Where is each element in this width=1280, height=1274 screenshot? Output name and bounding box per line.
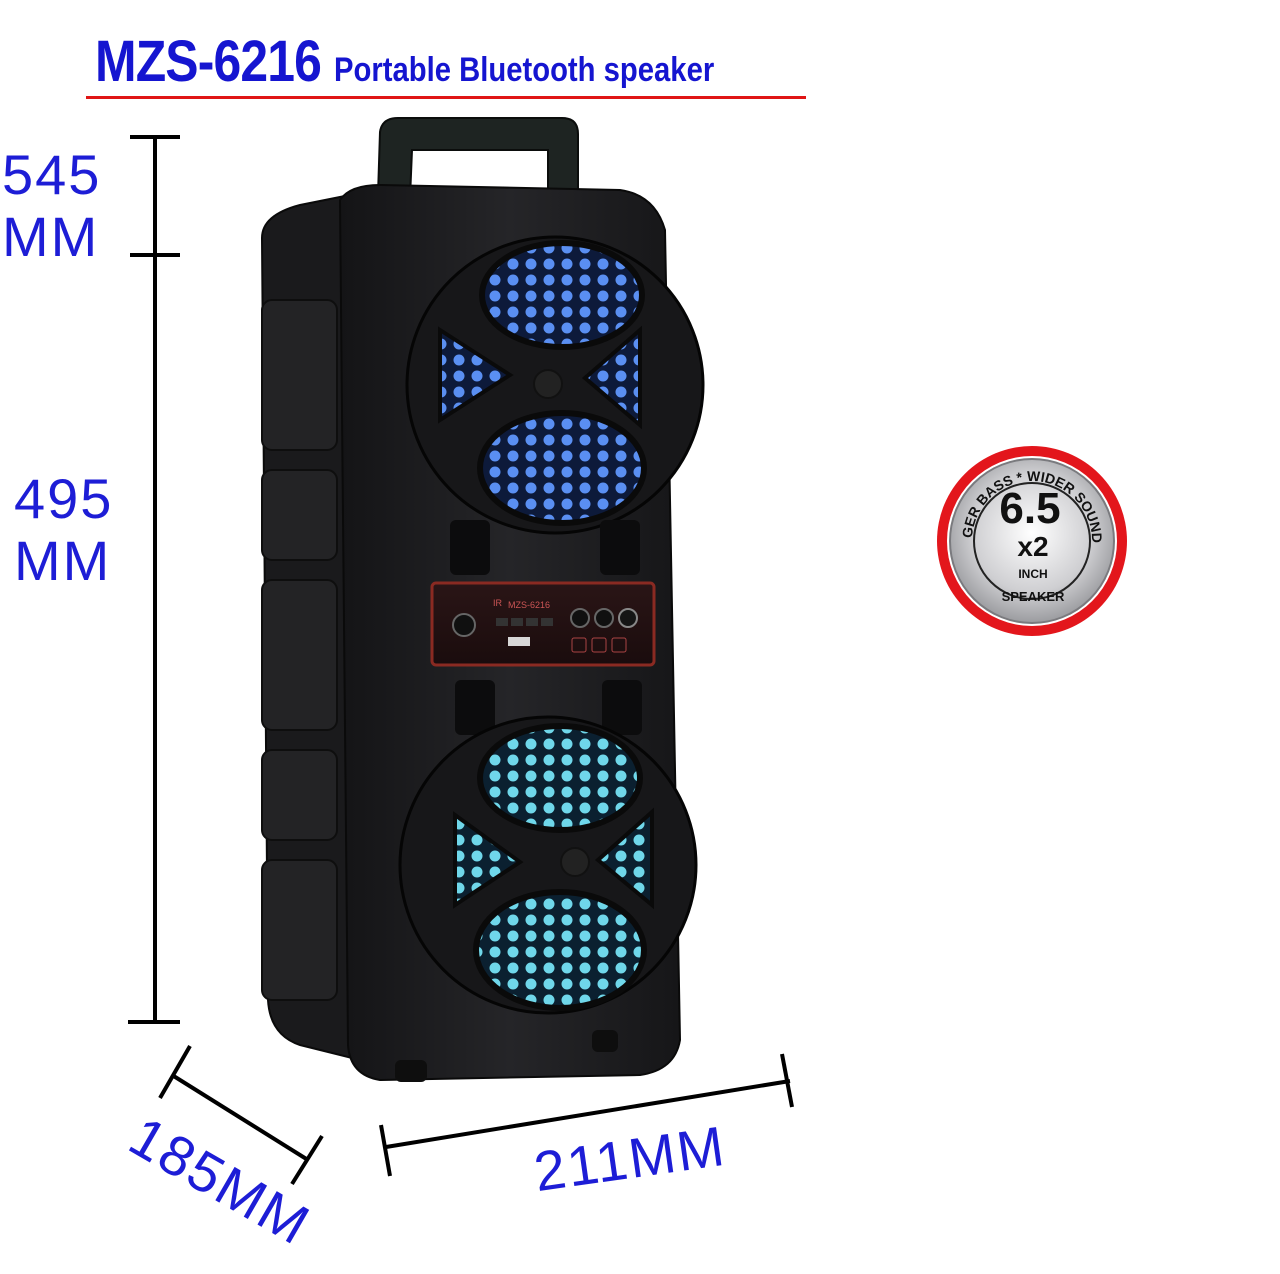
total-height-label: 545 MM xyxy=(2,144,101,268)
body-height-label: 495 MM xyxy=(14,468,113,592)
badge-bottom-text: SPEAKER xyxy=(1002,589,1065,604)
panel-model-label: MZS-6216 xyxy=(508,600,550,610)
product-subtitle: Portable Bluetooth speaker xyxy=(334,51,715,89)
body-height-unit: MM xyxy=(14,529,112,592)
lower-speaker-grille xyxy=(398,715,698,1015)
body-height-value: 495 xyxy=(14,467,114,530)
model-name: MZS-6216 xyxy=(95,29,322,94)
title-underline xyxy=(86,96,806,99)
product-title: MZS-6216 Portable Bluetooth speaker xyxy=(95,28,776,95)
front-right-foot xyxy=(592,1030,618,1052)
upper-speaker-grille xyxy=(405,235,705,535)
total-height-value: 545 xyxy=(2,143,102,206)
echo-knob xyxy=(570,608,590,628)
total-height-unit: MM xyxy=(2,205,100,268)
width-left-tick xyxy=(379,1124,392,1177)
badge-ring-text: STRONGER BASS * WIDER SOUND FIELD xyxy=(0,0,1105,543)
panel-ir-label: IR xyxy=(493,598,503,608)
badge-unit: INCH xyxy=(1018,567,1047,581)
usb-port xyxy=(508,637,530,646)
depth-left-tick xyxy=(158,1045,192,1099)
mic-jack xyxy=(618,608,638,628)
volume-knob xyxy=(452,613,476,637)
control-panel: IR MZS-6216 xyxy=(430,581,656,667)
front-left-foot xyxy=(395,1060,427,1082)
width-dimension-line xyxy=(385,1079,791,1149)
mic-vol-knob xyxy=(594,608,614,628)
depth-dimension-line xyxy=(170,1073,310,1162)
badge-count: x2 xyxy=(1017,531,1048,562)
width-right-tick xyxy=(780,1053,794,1108)
depth-right-tick xyxy=(290,1134,324,1186)
badge-size: 6.5 xyxy=(999,484,1060,533)
